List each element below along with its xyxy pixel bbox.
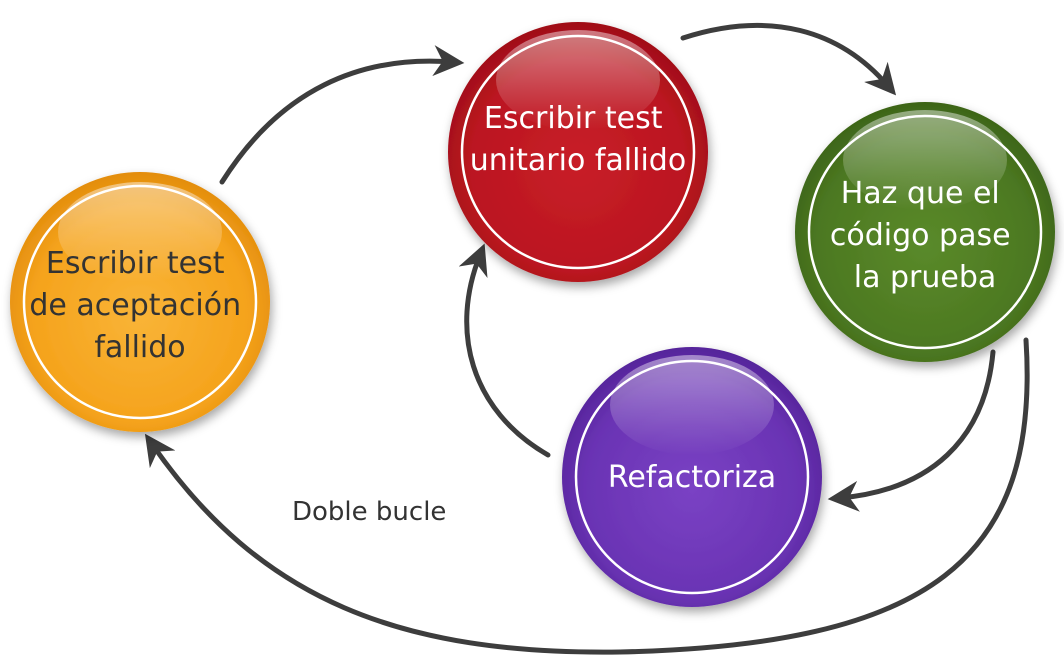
arrow-outer-loop [144,337,1030,655]
node-acceptance-test-gloss [58,182,222,282]
node-acceptance-test-label: Escribir test de aceptación fallido [29,246,250,365]
arrows [144,22,1030,655]
node-acceptance-test-line-2: de aceptación [29,288,241,323]
arrow-unit-to-make-pass [680,22,897,96]
node-make-pass-label: Haz que el código pase la prueba [830,176,1020,295]
node-make-pass-line-2: código pase [830,218,1011,253]
arrow-refactor-to-unit [458,243,551,458]
node-unit-test-label: Escribir test unitario fallido [470,101,686,178]
node-refactor: Refactoriza [562,347,822,607]
loop-caption: Doble bucle [292,497,446,527]
node-unit-test-line-2: unitario fallido [470,143,686,178]
node-make-pass: Haz que el código pase la prueba [795,102,1055,362]
node-acceptance-test: Escribir test de aceptación fallido [10,172,270,432]
node-make-pass-line-3: la prueba [854,260,997,295]
node-unit-test: Escribir test unitario fallido [448,22,708,282]
node-refactor-label: Refactoriza [608,460,776,495]
node-make-pass-gloss [843,110,1007,210]
arrow-make-pass-to-refactor [827,349,996,512]
node-acceptance-test-line-3: fallido [94,330,185,365]
node-acceptance-test-line-1: Escribir test [46,246,225,281]
node-refactor-gloss [610,355,774,455]
arrow-acceptance-to-unit [219,45,465,185]
node-unit-test-gloss [496,30,660,130]
node-unit-test-line-1: Escribir test [484,101,663,136]
node-make-pass-line-1: Haz que el [841,176,1000,211]
